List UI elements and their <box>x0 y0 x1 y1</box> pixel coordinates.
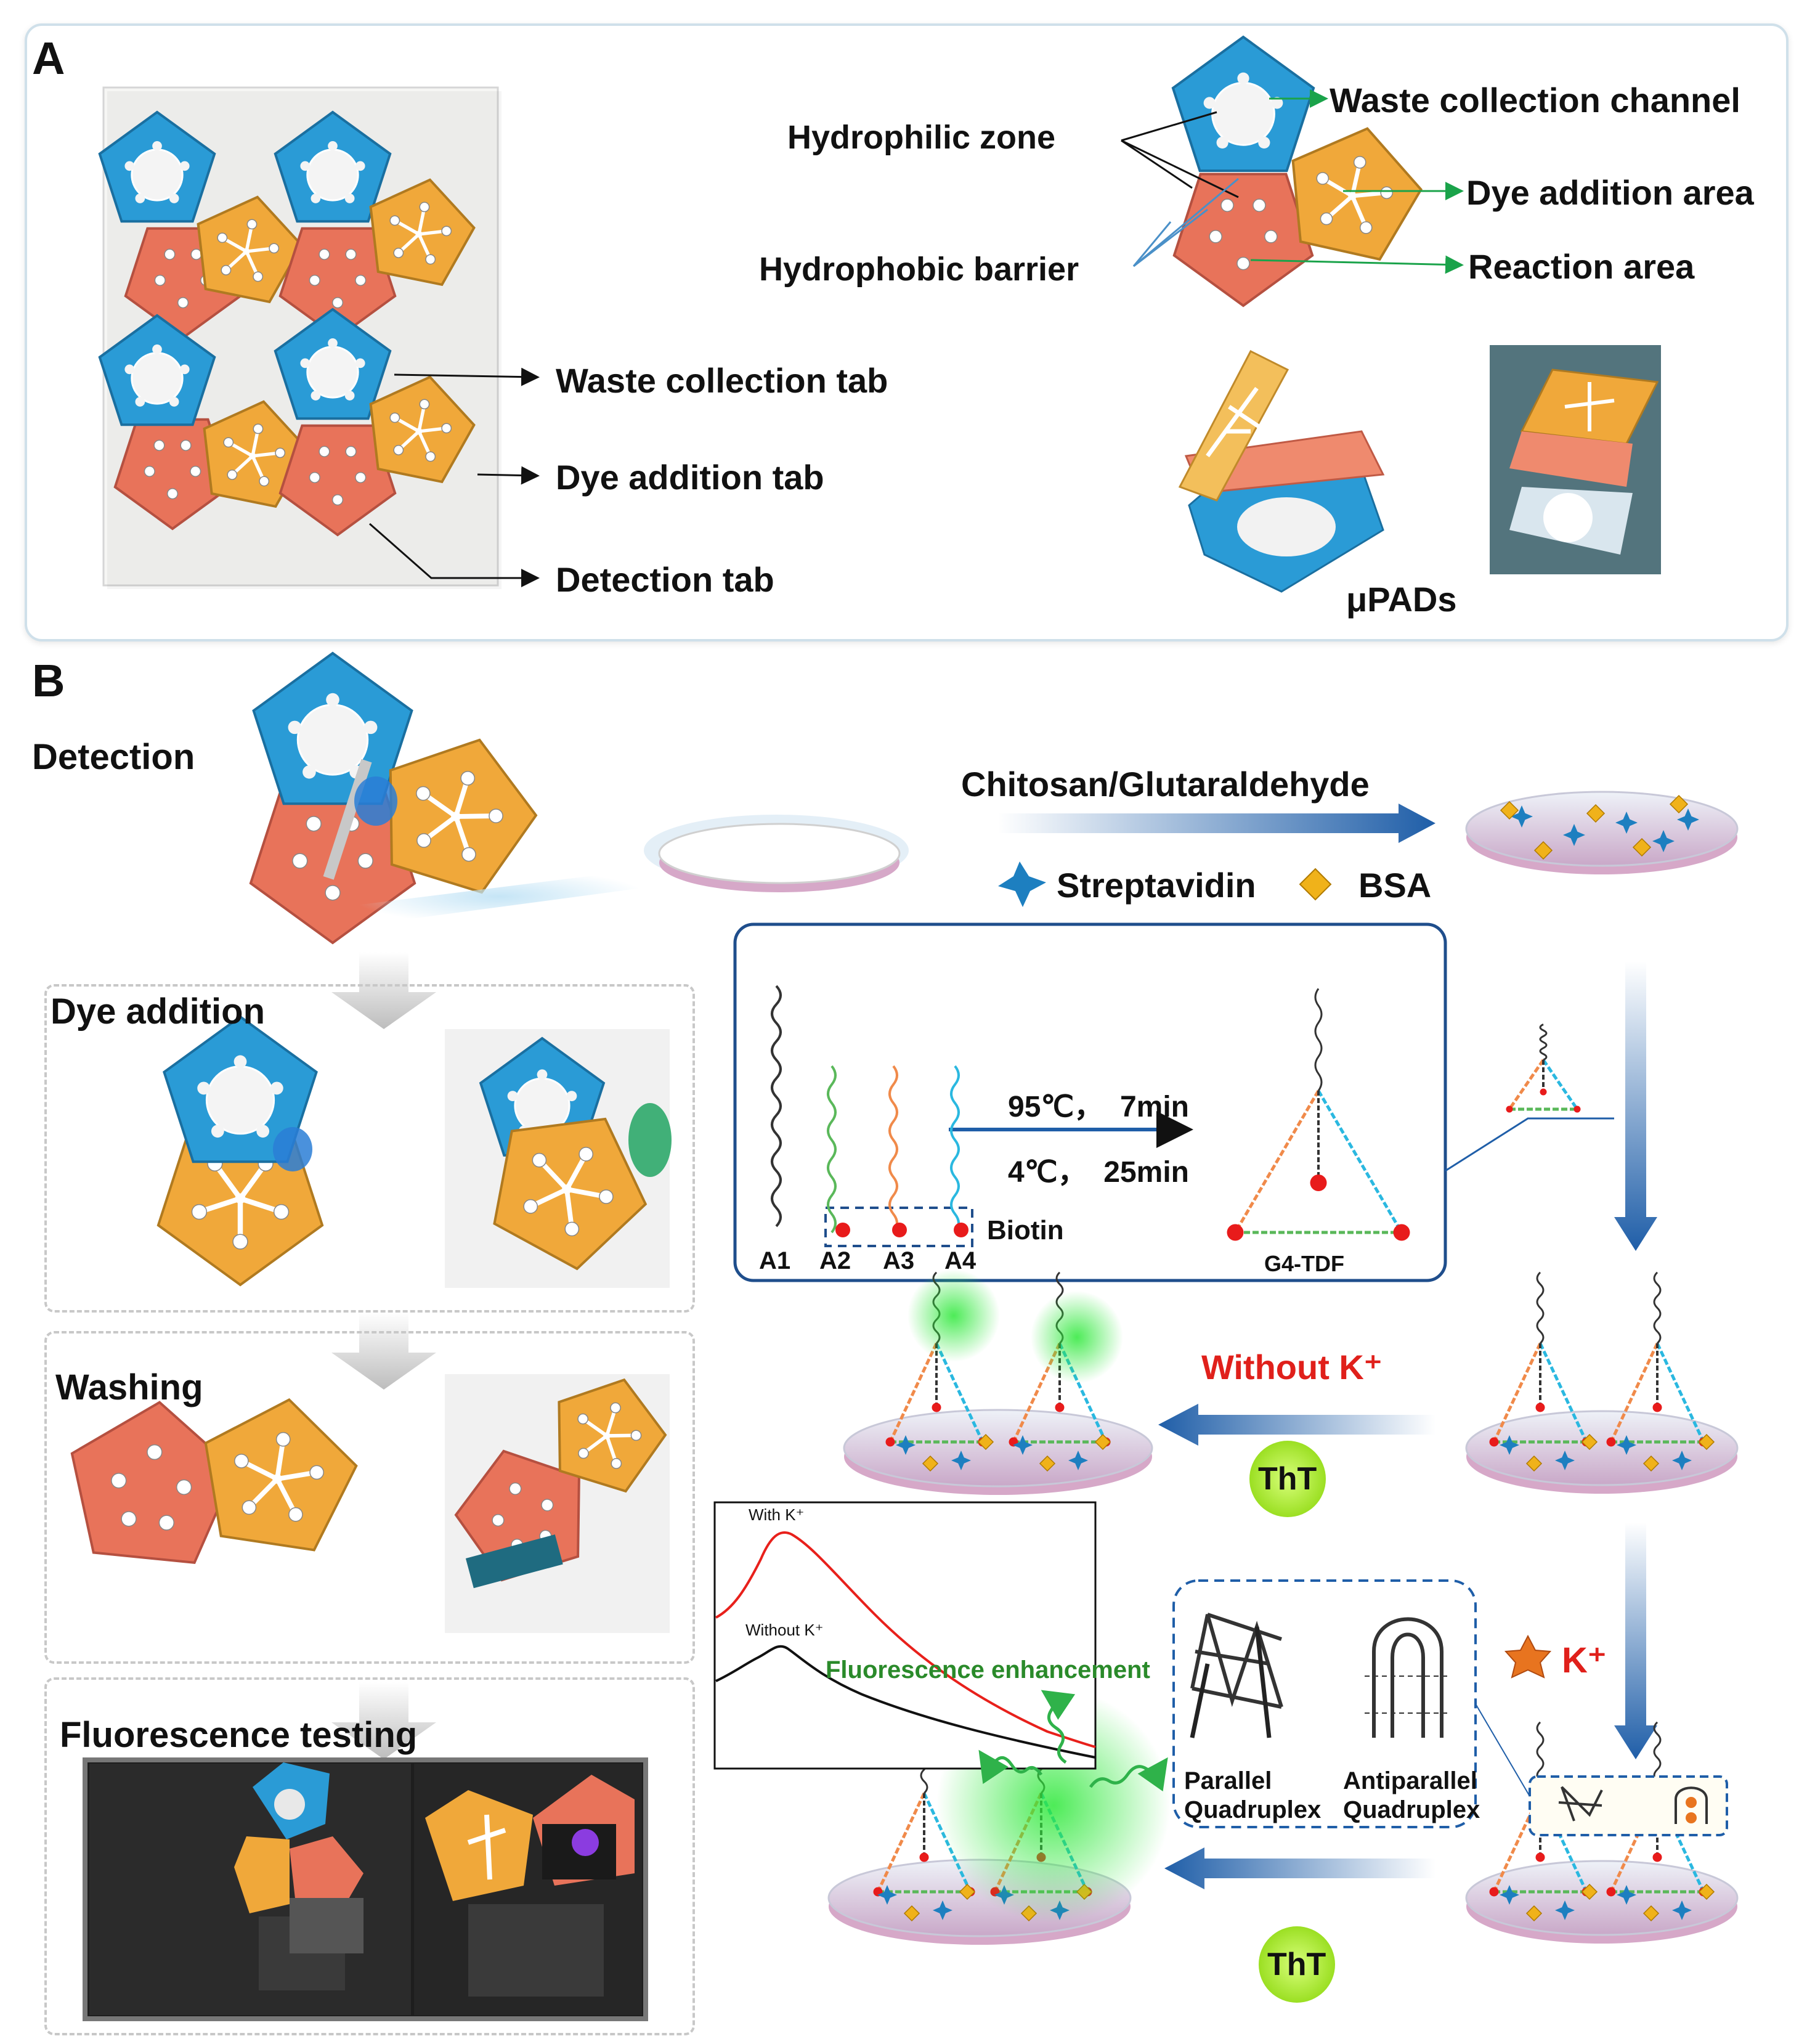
sheet-waste-tab <box>98 110 216 223</box>
step-illustrations <box>70 651 672 1633</box>
step-fluorescence-testing-label: Fluorescence testing <box>60 1715 418 1755</box>
hydrophilic-zone-label: Hydrophilic zone <box>787 119 1056 156</box>
panel-a-label: A <box>32 33 65 84</box>
dye-step-blue-tab <box>163 1015 318 1163</box>
legend-streptavidin-label: Streptavidin <box>1057 866 1256 905</box>
parallel-label-2: Quadruplex <box>1184 1796 1322 1823</box>
dye-area-label: Dye addition area <box>1466 173 1754 212</box>
panel-b-label: B <box>32 655 65 706</box>
without-k-label: Without K⁺ <box>1201 1348 1383 1386</box>
schematic-waste-zone <box>1171 35 1315 173</box>
schematic-reaction-zone <box>1172 173 1314 307</box>
step-dye-addition-label: Dye addition <box>51 991 266 1032</box>
dye-addition-step-box <box>44 984 695 1313</box>
reaction-area-label: Reaction area <box>1468 247 1695 286</box>
upads-label: μPADs <box>1346 580 1457 619</box>
protein-coated-disk <box>1465 791 1739 874</box>
quadruplex-inset <box>1475 1703 1728 1836</box>
spectrum-with-k-label: With K⁺ <box>749 1505 805 1524</box>
disk-assembled <box>1465 1271 1739 1494</box>
dye-step-orange-tab <box>156 1127 324 1287</box>
antiparallel-label-2: Quadruplex <box>1343 1796 1480 1823</box>
sheet-dye-tab <box>203 400 309 508</box>
tht-badges <box>1249 1441 1335 2003</box>
legend-bsa-label: BSA <box>1358 866 1432 905</box>
tdf-on-disk <box>1489 1271 1591 1447</box>
tht-label-lower: ThT <box>1267 1947 1326 1982</box>
step-detection-label: Detection <box>32 737 195 777</box>
paper-tab-layout <box>98 110 476 537</box>
dye-photo-orange-tab <box>493 1117 648 1271</box>
biotin-label: Biotin <box>987 1215 1064 1245</box>
spectrum-without-k-label: Without K⁺ <box>745 1621 824 1639</box>
detection-waste-tab <box>252 651 413 805</box>
fluorescence-spectrum-plot <box>713 1501 1097 1770</box>
g4-tdf-large <box>1227 988 1410 1241</box>
g4-tdf-small <box>1506 1024 1581 1113</box>
device-schematic <box>1171 35 1423 307</box>
washing-orange-tab <box>204 1398 358 1552</box>
zone-callout-lines <box>1121 89 1464 274</box>
waste-tab-label: Waste collection tab <box>556 361 888 400</box>
washing-photo-orange-tab <box>558 1378 667 1493</box>
assembly-box <box>733 922 1614 1282</box>
coated-disk <box>1465 791 1739 874</box>
g4-tdf-label: G4-TDF <box>1264 1251 1344 1276</box>
fluorescence-enhancement-label: Fluorescence enhancement <box>826 1656 1150 1684</box>
sheet-reaction-tab <box>278 424 397 537</box>
sheet-waste-tab <box>98 314 216 426</box>
emission-arrows <box>978 1690 1168 1792</box>
tht-label-upper: ThT <box>1258 1461 1317 1497</box>
process-arrows <box>998 804 1657 1889</box>
detection-tab-label: Detection tab <box>556 560 774 599</box>
sheet-waste-tab <box>274 307 392 420</box>
antiparallel-label-1: Antiparallel <box>1343 1767 1477 1794</box>
sheet-waste-tab <box>274 110 392 223</box>
step-washing-label: Washing <box>55 1367 203 1407</box>
disk-without-k <box>843 1271 1153 1495</box>
coating-label: Chitosan/Glutaraldehyde <box>961 765 1370 804</box>
detection-dye-tab <box>389 738 538 894</box>
schematic-dye-zone <box>1291 127 1423 261</box>
strand-a3-label: A3 <box>883 1247 915 1274</box>
folded-device-photo <box>1490 345 1661 574</box>
potassium-ion-star <box>1504 1634 1552 1679</box>
dna-strands <box>771 985 968 1237</box>
legend-icons <box>998 861 1332 907</box>
waste-channel-label: Waste collection channel <box>1330 81 1740 120</box>
fluorescence-testing-step-box <box>44 1677 695 2035</box>
sheet-reaction-tab <box>278 227 397 340</box>
instrument-photo <box>83 1757 648 2021</box>
strand-a2-label: A2 <box>819 1247 851 1274</box>
hydrophobic-barrier-label: Hydrophobic barrier <box>759 251 1079 288</box>
sheet-dye-tab <box>369 375 476 484</box>
strand-a1-label: A1 <box>759 1247 791 1274</box>
step-arrows <box>331 952 436 1759</box>
magnifier-disk <box>351 815 909 924</box>
parallel-label-1: Parallel <box>1184 1767 1272 1794</box>
washing-step-box <box>44 1331 695 1664</box>
tetrahedral-frameworks <box>827 988 1739 1945</box>
dye-tab-label: Dye addition tab <box>556 458 824 497</box>
condition-95c-label: 95℃， 7min <box>1008 1091 1190 1123</box>
sheet-dye-tab <box>197 195 303 304</box>
condition-4c-label: 4℃， 25min <box>1008 1156 1190 1189</box>
strand-a4-label: A4 <box>944 1247 977 1274</box>
k-ion-label: K⁺ <box>1562 1640 1607 1680</box>
sheet-callout-lines <box>369 367 540 587</box>
sheet-dye-tab <box>369 178 476 287</box>
folded-device-sketch <box>1178 349 1385 593</box>
